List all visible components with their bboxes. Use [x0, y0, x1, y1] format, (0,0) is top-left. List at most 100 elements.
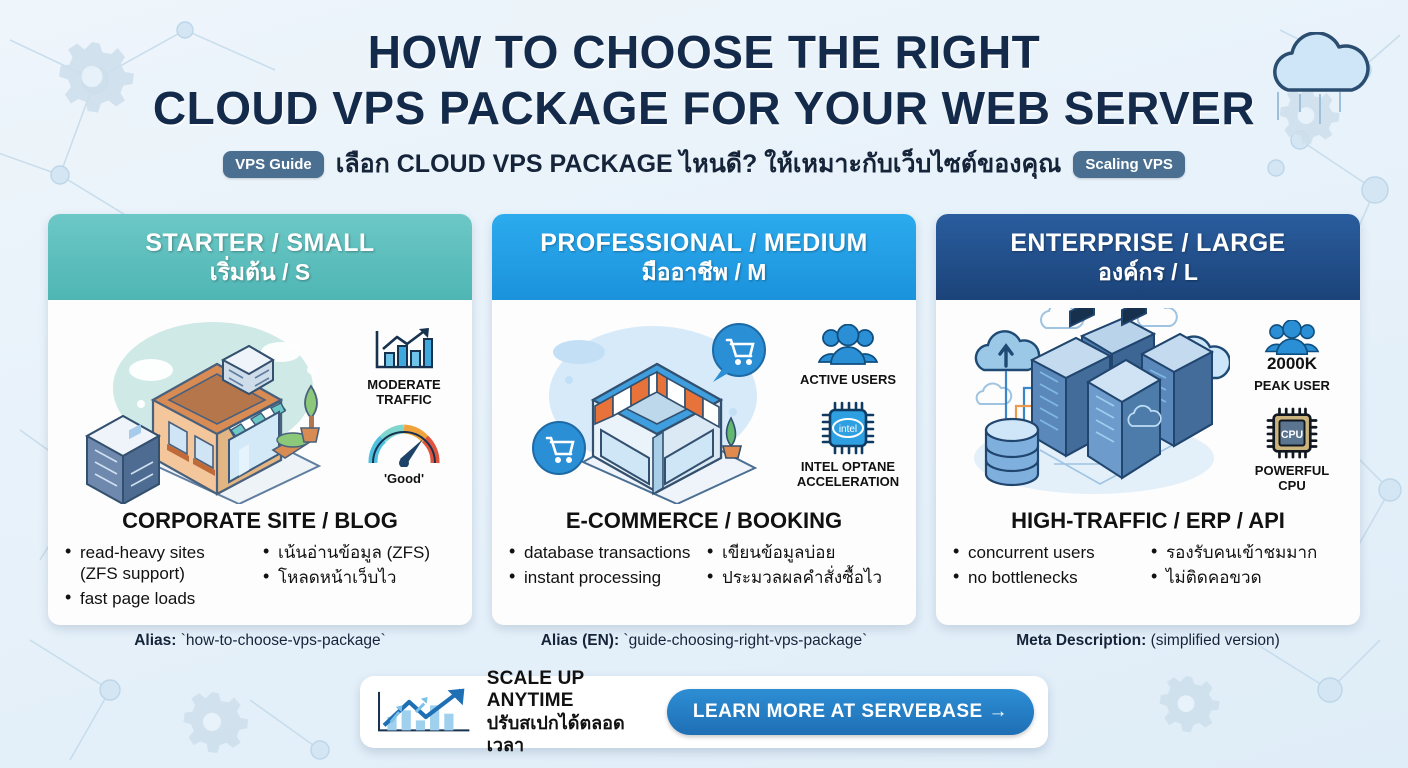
icon-caption: INTEL OPTANE ACCELERATION — [796, 458, 900, 489]
card-title-th: มืออาชีพ / M — [641, 258, 767, 285]
bullet-text: fast page loads — [80, 589, 196, 608]
card-body-professional: ACTIVE USERS — [492, 300, 916, 625]
icon-block-gauge-good: 'Good' — [367, 421, 441, 486]
page-subtitle: เลือก CLOUD VPS PACKAGE ไหนดี? ให้เหมาะก… — [335, 150, 1062, 178]
icon-block-peak-user: 2000K PEAK USER — [1254, 319, 1330, 393]
icon-block-powerful-cpu: CPU POWERFUL CPU — [1255, 407, 1329, 493]
list-item: โหลดหน้าเว็บไว — [262, 566, 456, 588]
growth-arrow-chart-icon — [378, 688, 470, 732]
bullet-text: โหลดหน้าเว็บไว — [278, 568, 397, 587]
bullet-text: รองรับคนเข้าชมมาก — [1166, 543, 1318, 562]
caption-alias-th: Alias: `how-to-choose-vps-package` — [48, 632, 472, 650]
icon-caption: ACTIVE USERS — [799, 371, 897, 387]
learn-more-button[interactable]: LEARN MORE AT SERVEBASE → — [666, 689, 1034, 735]
bullets-en: concurrent users no bottlenecks — [952, 541, 1146, 592]
svg-text:intel: intel — [839, 424, 857, 435]
bullet-text: instant processing — [524, 568, 662, 587]
icon-column-enterprise: 2000K PEAK USER — [1238, 319, 1350, 493]
list-item: เน้นอ่านข้อมูล (ZFS) — [262, 541, 456, 563]
bullet-text: no bottlenecks — [968, 568, 1078, 587]
card-title-en: PROFESSIONAL / MEDIUM — [540, 228, 868, 257]
illustration-storefront-server — [58, 308, 350, 504]
card-header-enterprise: ENTERPRISE / LARGE องค์กร / L — [936, 214, 1360, 300]
list-item: concurrent users — [952, 541, 1146, 563]
intel-chip-icon: intel — [821, 401, 875, 454]
illustration-shop-carts — [502, 308, 794, 504]
package-card-enterprise[interactable]: ENTERPRISE / LARGE องค์กร / L — [936, 214, 1360, 625]
list-item: read-heavy sites (ZFS support) — [64, 541, 258, 584]
card-visual-row: 2000K PEAK USER — [946, 306, 1350, 506]
card-title-th: องค์กร / L — [1098, 258, 1198, 285]
icon-column-starter: MODERATE TRAFFIC — [350, 327, 462, 486]
card-title-en: STARTER / SMALL — [145, 228, 375, 257]
page-title-line2: CLOUD VPS PACKAGE FOR YOUR WEB SERVER — [152, 82, 1256, 134]
bullet-text: ไม่ติดคอขวด — [1166, 568, 1262, 587]
caption-value: (simplified version) — [1150, 632, 1280, 649]
card-visual-row: MODERATE TRAFFIC — [58, 306, 462, 506]
card-title-en: ENTERPRISE / LARGE — [1010, 228, 1286, 257]
list-item: ไม่ติดคอขวด — [1150, 566, 1344, 588]
bullet-text: ประมวลผลคำสั่งซื้อไว — [722, 568, 883, 587]
bullets-th: เขียนข้อมูลบ่อย ประมวลผลคำสั่งซื้อไว — [706, 541, 900, 592]
bullets-en: database transactions instant processing — [508, 541, 702, 592]
cta-text: SCALE UP ANYTIME ปรับสเปกได้ตลอดเวลา — [487, 668, 645, 756]
card-body-starter: MODERATE TRAFFIC — [48, 300, 472, 625]
gauge-meter-icon — [368, 424, 440, 467]
card-visual-row: ACTIVE USERS — [502, 306, 906, 506]
cta-headline-en: SCALE UP ANYTIME — [486, 668, 585, 711]
list-item: no bottlenecks — [952, 566, 1146, 588]
icon-caption: PEAK USER — [1254, 377, 1330, 393]
list-item: ประมวลผลคำสั่งซื้อไว — [706, 566, 900, 588]
bullets-th: เน้นอ่านข้อมูล (ZFS) โหลดหน้าเว็บไว — [262, 541, 456, 613]
caption-label: Alias (EN): — [540, 632, 620, 649]
card-title-th: เริ่มต้น / S — [209, 258, 311, 285]
bullets-en: read-heavy sites (ZFS support) fast page … — [64, 541, 258, 613]
icon-block-moderate-traffic: MODERATE TRAFFIC — [367, 327, 441, 407]
package-card-starter[interactable]: STARTER / SMALL เริ่มต้น / S — [48, 214, 472, 625]
card-body-enterprise: 2000K PEAK USER — [936, 300, 1360, 625]
cta-bar: SCALE UP ANYTIME ปรับสเปกได้ตลอดเวลา LEA… — [360, 668, 1048, 755]
illustration-datacenter — [946, 308, 1238, 504]
icon-caption: 'Good' — [383, 470, 425, 486]
package-card-professional[interactable]: PROFESSIONAL / MEDIUM มืออาชีพ / M — [492, 214, 916, 625]
icon-caption: MODERATE TRAFFIC — [367, 376, 441, 407]
peak-user-value: 2000K — [1266, 353, 1318, 373]
bullet-text: เขียนข้อมูลบ่อย — [722, 543, 836, 562]
bar-chart-growth-icon — [375, 327, 433, 368]
icon-block-active-users: ACTIVE USERS — [799, 323, 897, 387]
badge-vps-guide[interactable]: VPS Guide — [223, 150, 324, 178]
svg-text:CPU: CPU — [1281, 428, 1303, 440]
caption-value: `guide-choosing-right-vps-package` — [623, 632, 868, 649]
card-bullets: read-heavy sites (ZFS support) fast page … — [58, 541, 462, 625]
caption-alias-en: Alias (EN): `guide-choosing-right-vps-pa… — [492, 632, 916, 650]
bullet-text: เน้นอ่านข้อมูล (ZFS) — [278, 543, 431, 562]
bullets-th: รองรับคนเข้าชมมาก ไม่ติดคอขวด — [1150, 541, 1344, 592]
card-bullets: concurrent users no bottlenecks รองรับคน… — [946, 541, 1350, 604]
card-bullets: database transactions instant processing… — [502, 541, 906, 604]
page-title-line1: HOW TO CHOOSE THE RIGHT — [367, 26, 1041, 78]
caption-label: Alias: — [134, 632, 177, 649]
users-group-icon — [817, 323, 878, 365]
list-item: instant processing — [508, 566, 702, 588]
list-item: database transactions — [508, 541, 702, 563]
list-item: เขียนข้อมูลบ่อย — [706, 541, 900, 563]
badge-scaling-vps[interactable]: Scaling VPS — [1073, 150, 1185, 178]
icon-column-professional: ACTIVE USERS — [794, 323, 906, 489]
card-header-starter: STARTER / SMALL เริ่มต้น / S — [48, 214, 472, 300]
subtitle-row: VPS Guide เลือก CLOUD VPS PACKAGE ไหนดี?… — [0, 144, 1408, 184]
bullet-text: database transactions — [524, 543, 691, 562]
header: HOW TO CHOOSE THE RIGHT CLOUD VPS PACKAG… — [0, 24, 1408, 184]
card-usecase-title: HIGH-TRAFFIC / ERP / API — [1011, 508, 1285, 533]
list-item: รองรับคนเข้าชมมาก — [1150, 541, 1344, 563]
package-cards: STARTER / SMALL เริ่มต้น / S — [48, 214, 1360, 625]
card-captions: Alias: `how-to-choose-vps-package` Alias… — [48, 632, 1360, 650]
card-usecase-title: E-COMMERCE / BOOKING — [565, 508, 843, 533]
users-group-icon — [1264, 319, 1320, 355]
bullet-subtext: (ZFS support) — [80, 564, 185, 583]
bullet-text: read-heavy sites — [80, 543, 205, 562]
bullet-text: concurrent users — [968, 543, 1095, 562]
caption-label: Meta Description: — [1016, 632, 1147, 649]
card-header-professional: PROFESSIONAL / MEDIUM มืออาชีพ / M — [492, 214, 916, 300]
cta-headline-th: ปรับสเปกได้ตลอดเวลา — [486, 713, 625, 755]
